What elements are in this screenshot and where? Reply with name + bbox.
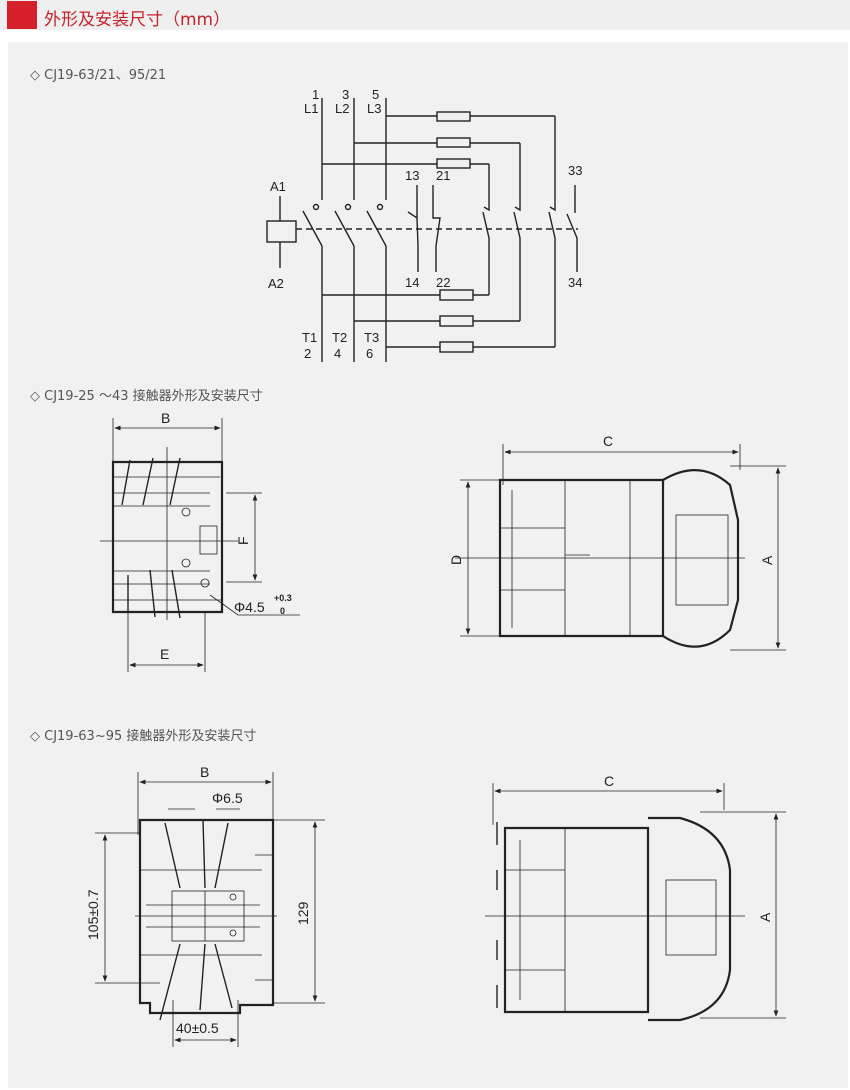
terminal-3: 3	[342, 87, 349, 102]
side-view-63-95: C A	[485, 773, 786, 1022]
terminal-t1: T1	[302, 330, 317, 345]
dim-f: F	[235, 536, 251, 545]
terminal-l1: L1	[304, 101, 318, 116]
dim-b: B	[161, 410, 170, 426]
aux-33: 33	[568, 163, 582, 178]
terminal-1: 1	[312, 87, 319, 102]
subheading-cj19-63-95: ◇ CJ19-63~95 接触器外形及安装尺寸	[30, 729, 257, 744]
aux-34: 34	[568, 275, 582, 290]
dim-mounting-height: 105±0.7	[85, 889, 101, 940]
aux-21: 21	[436, 168, 450, 183]
terminal-6: 6	[366, 346, 373, 361]
dim-total-height: 129	[295, 901, 311, 925]
dim-a: A	[757, 912, 773, 922]
header-accent-square	[7, 1, 37, 29]
dim-mounting-width: 40±0.5	[176, 1020, 219, 1036]
hole-tol-lower: 0	[280, 606, 285, 616]
dim-e: E	[160, 646, 169, 662]
hole-tol-upper: +0.3	[274, 593, 292, 603]
terminal-t3: T3	[364, 330, 379, 345]
hole-dia: Φ4.5	[234, 599, 265, 615]
aux-13: 13	[405, 168, 419, 183]
dim-c: C	[603, 433, 613, 449]
section-title: 外形及安装尺寸（mm）	[44, 10, 231, 30]
coil-a2: A2	[268, 276, 284, 291]
terminal-l3: L3	[367, 101, 381, 116]
terminal-4: 4	[334, 346, 341, 361]
aux-22: 22	[436, 275, 450, 290]
terminal-2: 2	[304, 346, 311, 361]
subheading-cj19-63-21: ◇ CJ19-63/21、95/21	[30, 68, 167, 83]
wiring-schematic: 1 L1 3 L2 5 L3 T1 2 T2 4 T3 6 A1 A2 13 1…	[266, 87, 582, 362]
terminal-l2: L2	[335, 101, 349, 116]
dim-c: C	[604, 773, 614, 789]
front-view-63-95: B Φ6.5 105±0.7 129 40±0.5	[85, 764, 325, 1047]
subheading-cj19-25-43: ◇ CJ19-25 ～43 接触器外形及安装尺寸	[30, 389, 263, 404]
front-view-25-43: B F Φ4.5 +0.3 0 E	[100, 410, 300, 672]
section-header: 外形及安装尺寸（mm）	[0, 0, 850, 30]
terminal-t2: T2	[332, 330, 347, 345]
terminal-5: 5	[372, 87, 379, 102]
content-panel	[8, 42, 848, 1088]
aux-14: 14	[405, 275, 419, 290]
dim-a: A	[759, 555, 775, 565]
dim-b: B	[200, 764, 209, 780]
coil-a1: A1	[270, 179, 286, 194]
dim-d: D	[448, 555, 464, 565]
side-view-25-43: C D A	[448, 433, 786, 651]
hole-dia: Φ6.5	[212, 790, 243, 806]
